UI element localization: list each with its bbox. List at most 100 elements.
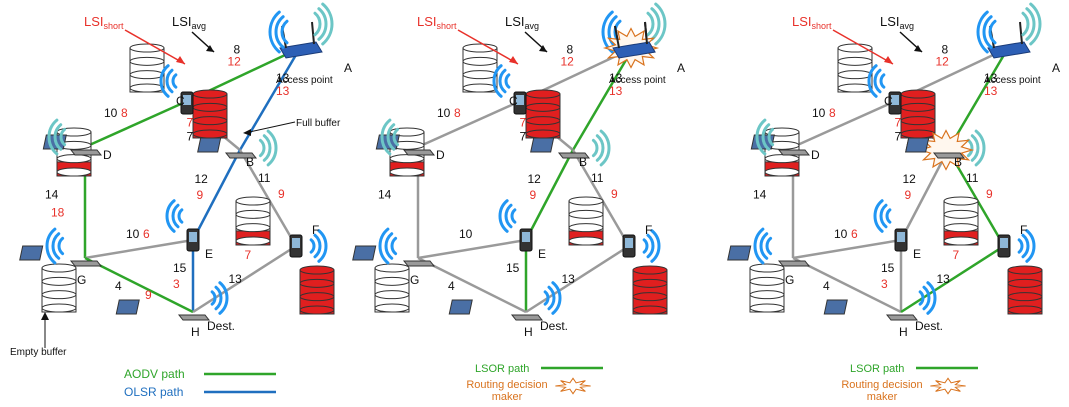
laptop-icon bbox=[19, 245, 103, 267]
node-label-D: D bbox=[103, 148, 112, 162]
buffer-E bbox=[943, 196, 979, 246]
wifi-wave-icon bbox=[767, 127, 775, 147]
node-label-H: H bbox=[524, 325, 533, 339]
edge-H-F bbox=[192, 244, 297, 314]
lsi-avg-C-B: 7 bbox=[520, 130, 527, 144]
wifi-wave-icon bbox=[45, 227, 57, 265]
wifi-wave-icon bbox=[53, 123, 63, 151]
phone-icon bbox=[519, 228, 533, 252]
wifi-wave-icon bbox=[879, 73, 886, 89]
wifi-wave-icon bbox=[926, 281, 937, 315]
lsi-avg-B-E: 12 bbox=[528, 172, 542, 186]
lsi-avg-B-E: 12 bbox=[903, 172, 917, 186]
wifi-wave-icon bbox=[504, 203, 513, 229]
edge-C-D bbox=[417, 101, 517, 149]
lsi-short-A-B: 13 bbox=[276, 84, 290, 98]
buffer-F bbox=[1007, 265, 1043, 315]
wifi-wave-icon bbox=[59, 127, 67, 147]
lsi-avg-A-B: 13 bbox=[984, 71, 998, 85]
lsi-avg-D-G: 14 bbox=[378, 188, 392, 202]
node-label-E: E bbox=[205, 247, 213, 261]
lsi-avg-H-F: 13 bbox=[229, 272, 243, 286]
callout-dest: Dest. bbox=[207, 319, 235, 333]
wifi-wave-icon bbox=[504, 73, 511, 89]
wifi-wave-icon bbox=[266, 129, 278, 167]
lsi-avg-D-G: 14 bbox=[753, 188, 767, 202]
edge-G-H bbox=[84, 256, 194, 314]
callout-lsi-avg: LSIavg bbox=[880, 14, 914, 31]
buffer-C bbox=[462, 43, 498, 93]
laptop-icon bbox=[727, 245, 811, 267]
lsi-short-C-B: 7 bbox=[895, 116, 902, 130]
wifi-wave-icon bbox=[591, 138, 599, 158]
router-icon bbox=[612, 21, 656, 59]
lsi-short-C-D: 8 bbox=[121, 106, 128, 120]
phone-icon bbox=[888, 91, 902, 115]
wifi-wave-icon bbox=[317, 7, 328, 41]
lsi-avg-A-B: 13 bbox=[609, 71, 623, 85]
edge-G-E bbox=[417, 238, 527, 260]
wifi-wave-icon bbox=[974, 129, 986, 167]
edge-G-H bbox=[792, 256, 902, 314]
wifi-wave-icon bbox=[392, 127, 400, 147]
lsi-avg-A-C: 8 bbox=[234, 43, 241, 57]
laptop-icon bbox=[352, 245, 436, 267]
lsi-avg-E-H: 15 bbox=[506, 261, 520, 275]
lsi-short-A-C: 12 bbox=[936, 55, 950, 69]
wifi-wave-icon bbox=[885, 208, 892, 224]
lsi-short-H-F: 7 bbox=[953, 248, 960, 262]
wifi-wave-icon bbox=[543, 290, 550, 306]
lsi-short-B-E: 9 bbox=[905, 188, 912, 202]
node-label-A: A bbox=[677, 61, 685, 75]
buffer-G bbox=[41, 263, 77, 313]
wifi-wave-icon bbox=[258, 138, 266, 158]
wifi-wave-icon bbox=[498, 199, 509, 233]
lsi-avg-C-B: 7 bbox=[187, 130, 194, 144]
wifi-wave-icon bbox=[177, 208, 184, 224]
phone-icon bbox=[289, 234, 303, 258]
wifi-wave-icon bbox=[918, 290, 925, 306]
lsi-avg-D-G: 14 bbox=[45, 188, 59, 202]
buffer-B bbox=[900, 89, 936, 139]
wifi-wave-icon bbox=[976, 10, 989, 54]
lsi-short-E-H: 3 bbox=[173, 277, 180, 291]
laptop-icon bbox=[823, 299, 919, 321]
lsi-short-C-B: 7 bbox=[187, 116, 194, 130]
wifi-wave-icon bbox=[268, 10, 281, 54]
node-label-F: F bbox=[312, 223, 319, 237]
wifi-wave-icon bbox=[759, 232, 769, 260]
wifi-wave-icon bbox=[313, 233, 322, 259]
callout-full-buffer: Full buffer bbox=[296, 118, 341, 129]
phone-icon bbox=[180, 91, 194, 115]
phone-icon bbox=[894, 228, 908, 252]
wifi-wave-icon bbox=[210, 290, 217, 306]
wifi-wave-icon bbox=[1025, 7, 1036, 41]
lsi-avg-A-C: 8 bbox=[942, 43, 949, 57]
node-label-F: F bbox=[645, 223, 652, 237]
wifi-wave-icon bbox=[280, 19, 289, 45]
wifi-wave-icon bbox=[654, 2, 667, 46]
lsi-avg-G-E: 10 bbox=[459, 227, 473, 241]
lsi-short-C-D: 8 bbox=[829, 106, 836, 120]
wifi-wave-icon bbox=[262, 134, 272, 162]
laptop-icon bbox=[530, 137, 591, 159]
wifi-wave-icon bbox=[551, 281, 562, 315]
edge-B-F bbox=[238, 149, 298, 247]
node-label-E: E bbox=[913, 247, 921, 261]
wifi-wave-icon bbox=[159, 64, 170, 98]
buffer-C bbox=[129, 43, 165, 93]
wifi-wave-icon bbox=[879, 203, 888, 229]
node-label-B: B bbox=[954, 155, 962, 169]
wifi-wave-icon bbox=[966, 138, 974, 158]
wifi-wave-icon bbox=[321, 2, 334, 46]
lsi-avg-H-F: 13 bbox=[937, 272, 951, 286]
lsi-avg-B-F: 11 bbox=[258, 171, 271, 185]
wifi-wave-icon bbox=[218, 281, 229, 315]
node-label-A: A bbox=[344, 61, 352, 75]
lsi-avg-C-D: 10 bbox=[437, 106, 451, 120]
wifi-wave-icon bbox=[1029, 2, 1042, 46]
